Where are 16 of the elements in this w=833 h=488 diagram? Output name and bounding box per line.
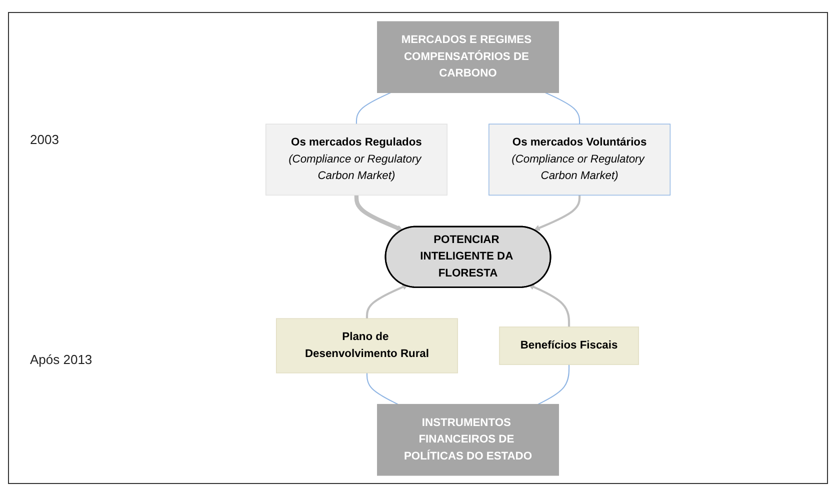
arrow xyxy=(528,284,570,327)
node-box: Os mercados Voluntários (Compliance or Regulatory Carbon Market) xyxy=(488,124,670,196)
year-label: Após 2013 xyxy=(30,352,92,367)
arrow xyxy=(533,195,580,231)
node-box: Benefícios Fiscais xyxy=(498,326,638,365)
connector xyxy=(537,364,570,405)
node-box: INSTRUMENTOS FINANCEIROS DE POLÍTICAS DO ESTADO xyxy=(376,404,558,476)
node-box: MERCADOS E REGIMES COMPENSATÓRIOS DE CARBONO xyxy=(376,21,558,94)
connector xyxy=(355,92,390,124)
connector xyxy=(366,372,398,405)
connector xyxy=(544,92,580,124)
node-box: Os mercados Regulados (Compliance or Regulatory Carbon Market) xyxy=(264,124,447,196)
year-label: 2003 xyxy=(30,132,59,147)
arrow xyxy=(365,284,408,319)
arrow xyxy=(354,195,402,231)
node-box: Plano de Desenvolvimento Rural xyxy=(276,318,458,374)
